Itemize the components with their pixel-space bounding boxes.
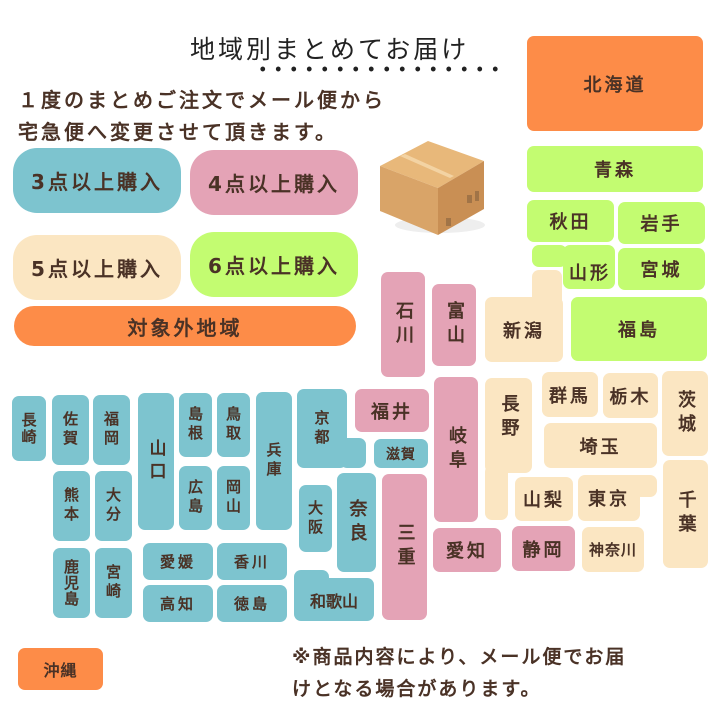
pref-hyogo: 兵庫 (256, 392, 292, 530)
pref-chiba: 千葉 (663, 460, 708, 568)
pref-ehime: 愛媛 (143, 543, 213, 580)
dotted-divider (255, 64, 505, 74)
pref-yamagata: 山形 (563, 245, 615, 289)
pref-shimane: 島根 (179, 393, 212, 457)
intro-line-2: 宅急便へ変更させて頂きます。 (18, 120, 338, 144)
pref-hokkaido: 北海道 (527, 36, 703, 131)
pref-kagawa: 香川 (217, 543, 287, 580)
footnote: ※商品内容により、メール便でお届 けとなる場合があります。 (292, 641, 626, 705)
pref-toyama: 富山 (432, 284, 476, 366)
pref-aomori: 青森 (527, 146, 703, 192)
legend-5-items: 5点以上購入 (13, 235, 181, 300)
pref-tokyo: 東京 (578, 475, 640, 521)
legend-6-items: 6点以上購入 (190, 232, 358, 297)
pref-kanagawa: 神奈川 (582, 527, 644, 572)
pref-tokushima: 徳島 (217, 585, 287, 622)
pref-kochi: 高知 (143, 585, 213, 622)
pref-shizuoka: 静岡 (512, 526, 575, 571)
pref-nagano-lower (485, 465, 508, 520)
pref-nagano: 長野 (485, 378, 532, 473)
pref-nara: 奈良 (337, 473, 376, 572)
pref-kumamoto: 熊本 (53, 471, 90, 541)
pref-oita: 大分 (95, 471, 132, 541)
legend-3-items: 3点以上購入 (13, 148, 181, 213)
pref-okinawa: 沖縄 (18, 648, 103, 690)
pref-fukuoka: 福岡 (93, 395, 130, 465)
pref-hiroshima: 広島 (179, 466, 212, 530)
intro-line-1: １度のまとめご注文でメール便から (18, 88, 386, 112)
pref-nagasaki: 長崎 (12, 396, 46, 461)
intro-text: １度のまとめご注文でメール便から 宅急便へ変更させて頂きます。 (18, 84, 386, 148)
pref-ishikawa: 石川 (381, 272, 425, 377)
footnote-line-2: けとなる場合があります。 (292, 678, 542, 700)
pref-ibaraki: 茨城 (662, 371, 708, 456)
legend-excluded-region: 対象外地域 (14, 306, 356, 346)
pref-osaka: 大阪 (299, 485, 332, 552)
legend-4-items: 4点以上購入 (190, 150, 358, 215)
cardboard-box-icon (378, 133, 488, 238)
pref-saitama: 埼玉 (544, 423, 657, 468)
pref-shiga: 滋賀 (374, 439, 428, 468)
pref-gifu: 岐阜 (434, 377, 478, 522)
pref-kagoshima: 鹿児島 (53, 548, 90, 618)
pref-miyazaki: 宮崎 (95, 548, 132, 618)
pref-miyagi: 宮城 (618, 248, 705, 290)
pref-gunma: 群馬 (542, 372, 598, 417)
pref-niigata: 新潟 (485, 297, 563, 362)
pref-kyoto: 京都 (297, 389, 347, 468)
pref-mie: 三重 (382, 474, 427, 620)
pref-aichi: 愛知 (433, 528, 501, 572)
pref-yamagata-upper (532, 245, 567, 267)
pref-tottori: 鳥取 (217, 393, 250, 457)
pref-yamanashi: 山梨 (515, 477, 573, 521)
pref-tochigi: 栃木 (603, 373, 658, 418)
pref-fukushima: 福島 (571, 297, 707, 361)
pref-saga: 佐賀 (52, 395, 89, 465)
footnote-line-1: ※商品内容により、メール便でお届 (292, 646, 627, 668)
pref-iwate: 岩手 (618, 202, 705, 244)
pref-akita: 秋田 (527, 200, 614, 242)
pref-okayama: 岡山 (217, 466, 250, 530)
pref-fukui: 福井 (355, 389, 429, 432)
pref-wakayama: 和歌山 (294, 578, 374, 621)
page-title: 地域別まとめてお届け (190, 35, 470, 64)
pref-yamaguchi: 山口 (138, 393, 174, 530)
